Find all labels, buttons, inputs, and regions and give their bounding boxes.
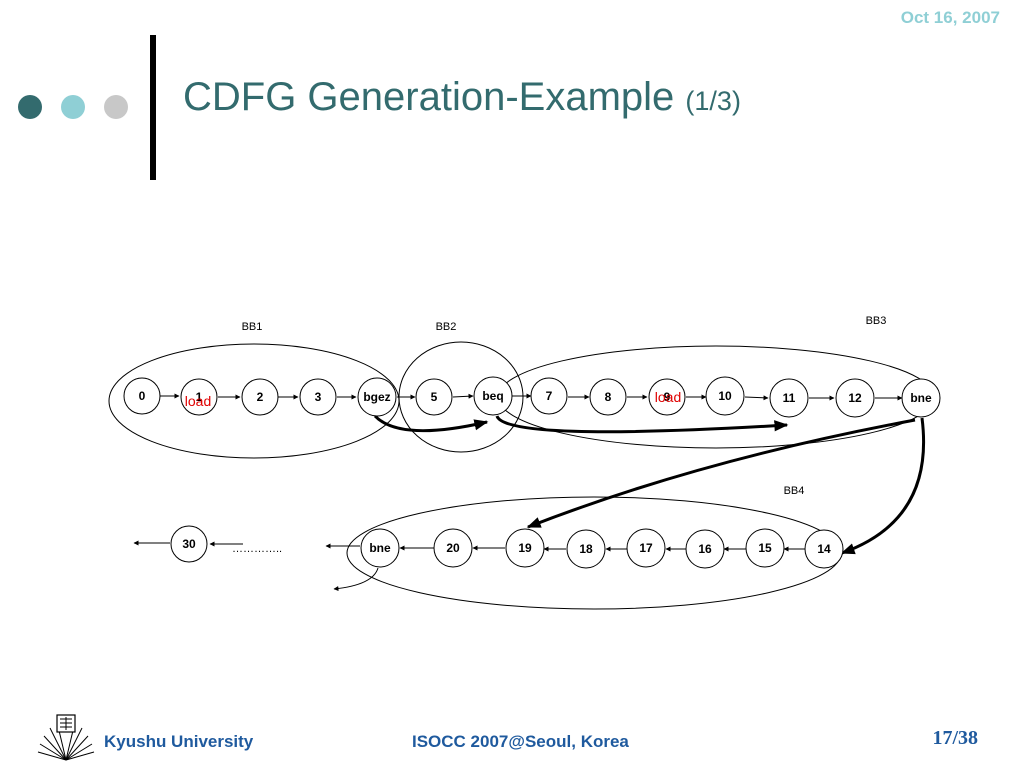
node-9-label: 9 xyxy=(664,390,671,404)
node-14: 14 xyxy=(804,529,844,569)
node-1: 1 xyxy=(180,378,218,416)
node-0: 0 xyxy=(123,377,161,415)
bb3-label: BB3 xyxy=(866,315,887,327)
load-label-2: load xyxy=(655,389,681,405)
node-15-label: 15 xyxy=(758,541,772,555)
node-bne-bottom-label: bne xyxy=(369,541,391,555)
node-bne-bottom: bne xyxy=(360,528,400,568)
node-3-label: 3 xyxy=(315,390,322,404)
university-logo-icon xyxy=(37,714,95,761)
branch-bne-to-19 xyxy=(526,418,916,529)
slide-title-main: CDFG Generation-Example xyxy=(183,75,675,119)
footer-university: Kyushu University xyxy=(104,732,254,751)
node-19-label: 19 xyxy=(518,541,532,555)
title-divider xyxy=(150,35,156,180)
node-30-label: 30 xyxy=(182,537,196,551)
node-20-label: 20 xyxy=(446,541,460,555)
node-beq-label: beq xyxy=(482,389,503,403)
slide-title-suffix: (1/3) xyxy=(685,86,741,116)
node-30: 30 xyxy=(170,525,208,563)
node-2: 2 xyxy=(241,378,279,416)
node-bgez: bgez xyxy=(357,377,397,417)
node-3: 3 xyxy=(299,378,337,416)
node-5: 5 xyxy=(415,378,453,416)
edge-bne-fallthrough xyxy=(333,567,379,592)
node-18-label: 18 xyxy=(579,542,593,556)
node-11-label: 11 xyxy=(783,391,796,405)
node-5-label: 5 xyxy=(431,390,438,404)
decor-dot-light xyxy=(61,95,85,119)
node-1-label: 1 xyxy=(196,390,203,404)
node-11: 11 xyxy=(769,378,809,418)
decor-dot-gray xyxy=(104,95,128,119)
node-17: 17 xyxy=(626,528,666,568)
decor-dot-dark xyxy=(18,95,42,119)
node-14-label: 14 xyxy=(817,542,831,556)
load-label-1: load xyxy=(185,393,211,409)
bb2-label: BB2 xyxy=(436,321,457,333)
node-2-label: 2 xyxy=(257,390,264,404)
node-18: 18 xyxy=(566,529,606,569)
node-0-label: 0 xyxy=(139,389,146,403)
node-16-label: 16 xyxy=(698,542,712,556)
node-beq: beq xyxy=(473,376,513,416)
node-20: 20 xyxy=(433,528,473,568)
node-8: 8 xyxy=(589,378,627,416)
bb4-label: BB4 xyxy=(784,485,805,497)
branch-beq-to-11 xyxy=(495,415,789,434)
node-10-label: 10 xyxy=(718,389,732,403)
node-12: 12 xyxy=(835,378,875,418)
node-7-label: 7 xyxy=(546,389,553,403)
node-9: 9 xyxy=(648,378,686,416)
node-10: 10 xyxy=(705,376,745,416)
slide-date: Oct 16, 2007 xyxy=(900,8,1000,27)
node-16: 16 xyxy=(685,529,725,569)
page-number: 17/38 xyxy=(932,727,978,749)
node-17-label: 17 xyxy=(639,541,653,555)
footer-conference: ISOCC 2007@Seoul, Korea xyxy=(412,732,629,751)
node-bne-top: bne xyxy=(901,378,941,418)
node-12-label: 12 xyxy=(848,391,862,405)
node-7: 7 xyxy=(530,377,568,415)
edge-10-11 xyxy=(744,395,769,401)
edge-5-beq xyxy=(452,393,474,399)
node-bne-top-label: bne xyxy=(910,391,932,405)
node-15: 15 xyxy=(745,528,785,568)
node-bgez-label: bgez xyxy=(363,390,390,404)
node-8-label: 8 xyxy=(605,390,612,404)
ellipsis-text: ………….. xyxy=(232,543,282,555)
branch-bgez-to-beq xyxy=(373,414,489,433)
bb1-label: BB1 xyxy=(242,321,263,333)
slide-title: CDFG Generation-Example (1/3) xyxy=(183,75,741,120)
node-19: 19 xyxy=(505,528,545,568)
branch-bne-to-14 xyxy=(840,417,926,555)
